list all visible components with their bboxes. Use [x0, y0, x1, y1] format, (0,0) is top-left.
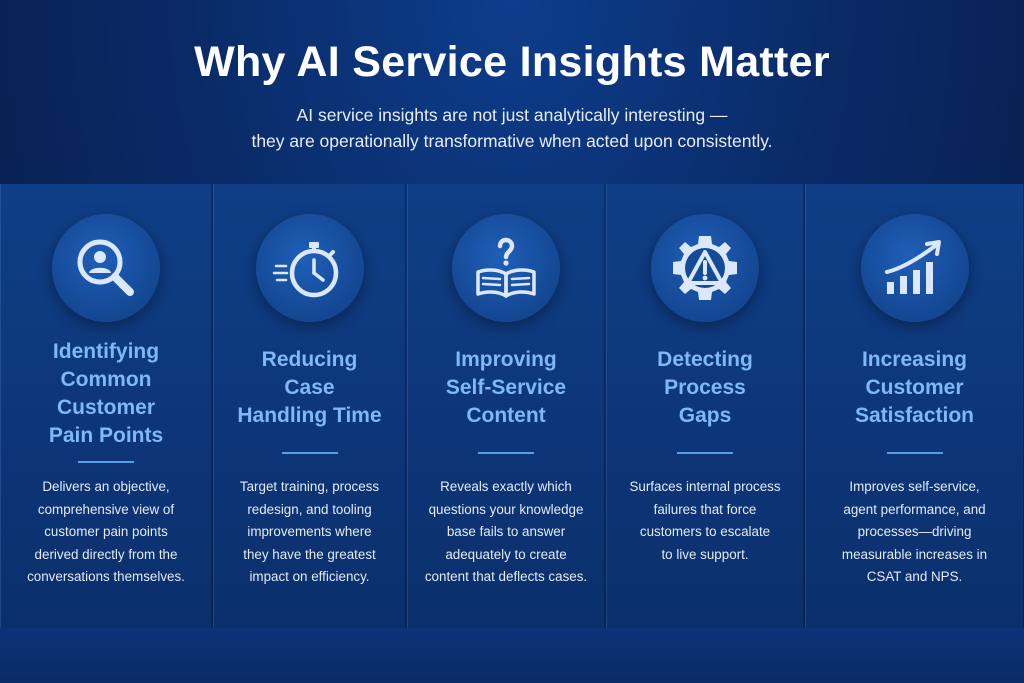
card-title-line: Improving: [455, 348, 557, 371]
card-title-line: Increasing: [861, 348, 968, 371]
divider: [281, 452, 338, 454]
card-title-line: Gaps: [678, 404, 732, 427]
card-self-service: Improving Self-Service Content Reveals e…: [407, 184, 605, 628]
card-customer-satisfaction: Increasing Customer Satisfaction Improve…: [805, 184, 1024, 628]
card-desc-line: base fails to answer: [446, 524, 566, 539]
card-description: Improves self-service, agent performance…: [818, 476, 1011, 589]
stopwatch-icon: [255, 214, 364, 322]
card-desc-line: Improves self-service,: [849, 479, 980, 494]
card-desc-line: Surfaces internal process: [629, 479, 781, 494]
card-title-line: Case: [284, 376, 335, 399]
book-question-icon: [452, 214, 560, 322]
card-title-line: Content: [466, 404, 546, 427]
divider: [478, 452, 534, 454]
card-title: Improving Self-Service Content: [408, 346, 604, 430]
card-title: Detecting Process Gaps: [607, 346, 803, 430]
card-desc-line: content that deflects cases.: [424, 569, 588, 584]
card-desc-line: improvements where: [247, 524, 372, 539]
card-desc-line: customer pain points: [44, 524, 168, 539]
page-title: Why AI Service Insights Matter: [194, 38, 830, 86]
card-title-line: Satisfaction: [854, 404, 975, 427]
card-process-gaps: Detecting Process Gaps Surfaces internal…: [606, 184, 804, 628]
card-desc-line: comprehensive view of: [37, 501, 175, 517]
card-title-line: Identifying: [52, 340, 160, 363]
card-desc-line: Target training, process: [239, 479, 380, 494]
page-subtitle: AI service insights are not just analyti…: [0, 102, 1024, 154]
divider: [78, 461, 134, 463]
card-title-line: Handling Time: [237, 404, 382, 427]
card-pain-points: Identifying Common Customer Pain Points …: [0, 184, 212, 628]
card-desc-line: customers to escalate: [639, 524, 771, 539]
card-title-line: Self-Service: [445, 376, 567, 399]
card-desc-line: questions your knowledge: [428, 501, 584, 517]
card-desc-line: to live support.: [661, 546, 749, 562]
card-desc-line: agent performance, and: [843, 501, 986, 517]
card-handling-time: Reducing Case Handling Time Target train…: [213, 184, 406, 628]
subtitle-line: AI service insights are not just analyti…: [296, 105, 728, 125]
card-description: Delivers an objective, comprehensive vie…: [13, 476, 199, 589]
card-title-line: Customer: [56, 396, 156, 419]
card-desc-line: Delivers an objective,: [42, 479, 170, 494]
card-desc-line: redesign, and tooling: [247, 501, 372, 517]
card-desc-line: conversations themselves.: [27, 569, 185, 584]
card-desc-line: failures that force: [653, 501, 757, 517]
card-title: Identifying Common Customer Pain Points: [1, 338, 211, 450]
card-title-line: Customer: [865, 376, 964, 399]
divider: [677, 452, 733, 454]
card-desc-line: they have the greatest: [243, 546, 376, 562]
card-desc-line: adequately to create: [445, 546, 567, 562]
card-title: Increasing Customer Satisfaction: [806, 346, 1023, 430]
card-description: Surfaces internal process failures that …: [619, 476, 791, 566]
card-desc-line: CSAT and NPS.: [866, 569, 963, 584]
growth-chart-icon: [860, 214, 969, 322]
card-desc-line: processes—driving: [857, 524, 972, 539]
card-title-line: Process: [664, 376, 746, 399]
card-desc-line: Reveals exactly which: [440, 479, 572, 494]
card-desc-line: derived directly from the: [34, 546, 178, 562]
header: Why AI Service Insights Matter AI servic…: [0, 0, 1024, 183]
gear-warning-icon: [651, 214, 759, 322]
card-description: Reveals exactly which questions your kno…: [420, 476, 592, 589]
cards-row: Identifying Common Customer Pain Points …: [0, 184, 1024, 628]
card-title-line: Common: [60, 368, 152, 391]
card-desc-line: impact on efficiency.: [249, 569, 370, 584]
card-desc-line: measurable increases in: [841, 546, 988, 562]
subtitle-line: they are operationally transformative wh…: [251, 131, 773, 151]
card-title-line: Reducing: [261, 348, 358, 371]
magnifier-person-icon: [52, 214, 160, 322]
card-description: Target training, process redesign, and t…: [226, 476, 393, 589]
card-title: Reducing Case Handling Time: [214, 346, 405, 430]
divider: [886, 452, 943, 454]
card-title-line: Detecting: [657, 348, 753, 371]
card-title-line: Pain Points: [48, 424, 164, 447]
bottom-band: [0, 628, 1024, 683]
